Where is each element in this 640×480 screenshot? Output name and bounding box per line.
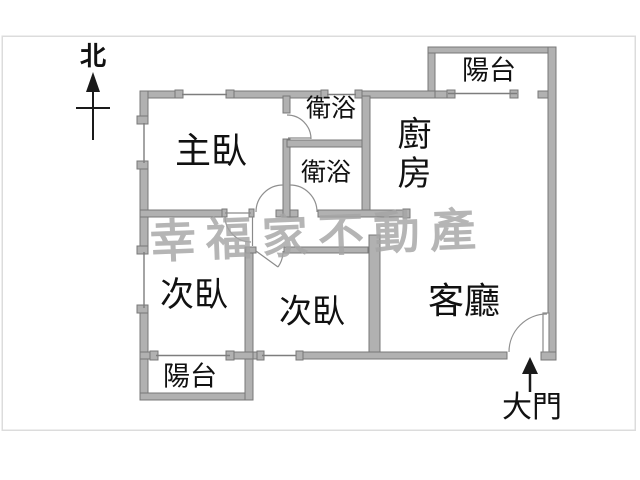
agency-watermark: 幸福家不動產 xyxy=(148,202,487,269)
door-arc-bedroom-middle xyxy=(277,250,284,268)
room-label-bath-upper: 衛浴 xyxy=(305,93,357,123)
doors xyxy=(224,114,550,353)
door-arc-bath-lower xyxy=(289,184,318,213)
room-label-master-bedroom: 主臥 xyxy=(174,131,248,172)
door-leaf-bedroom-middle xyxy=(255,250,279,268)
door-arc-entrance xyxy=(508,313,548,353)
room-label-bedroom-middle: 次臥 xyxy=(279,291,345,331)
door-leaf-entrance xyxy=(542,312,550,353)
door-arc-bath-upper xyxy=(286,114,312,140)
room-label-bath-lower: 衛浴 xyxy=(300,157,352,187)
entrance-arrow-icon xyxy=(522,357,538,392)
windows xyxy=(143,92,517,357)
door-arc-master xyxy=(255,184,284,213)
room-label-living-room: 客廳 xyxy=(427,281,501,322)
page-border xyxy=(1,35,636,431)
entrance-label: 大門 xyxy=(502,390,562,425)
room-label-kitchen: 廚房 xyxy=(391,116,431,194)
door-arc-bedroom-left xyxy=(224,215,252,243)
room-label-balcony-top: 陽台 xyxy=(462,55,516,87)
room-label-bedroom-left: 次臥 xyxy=(160,275,228,315)
north-label: 北 xyxy=(79,42,107,72)
room-label-balcony-bottom: 陽台 xyxy=(163,361,217,393)
walls xyxy=(139,46,557,401)
north-arrow-icon xyxy=(76,72,110,140)
